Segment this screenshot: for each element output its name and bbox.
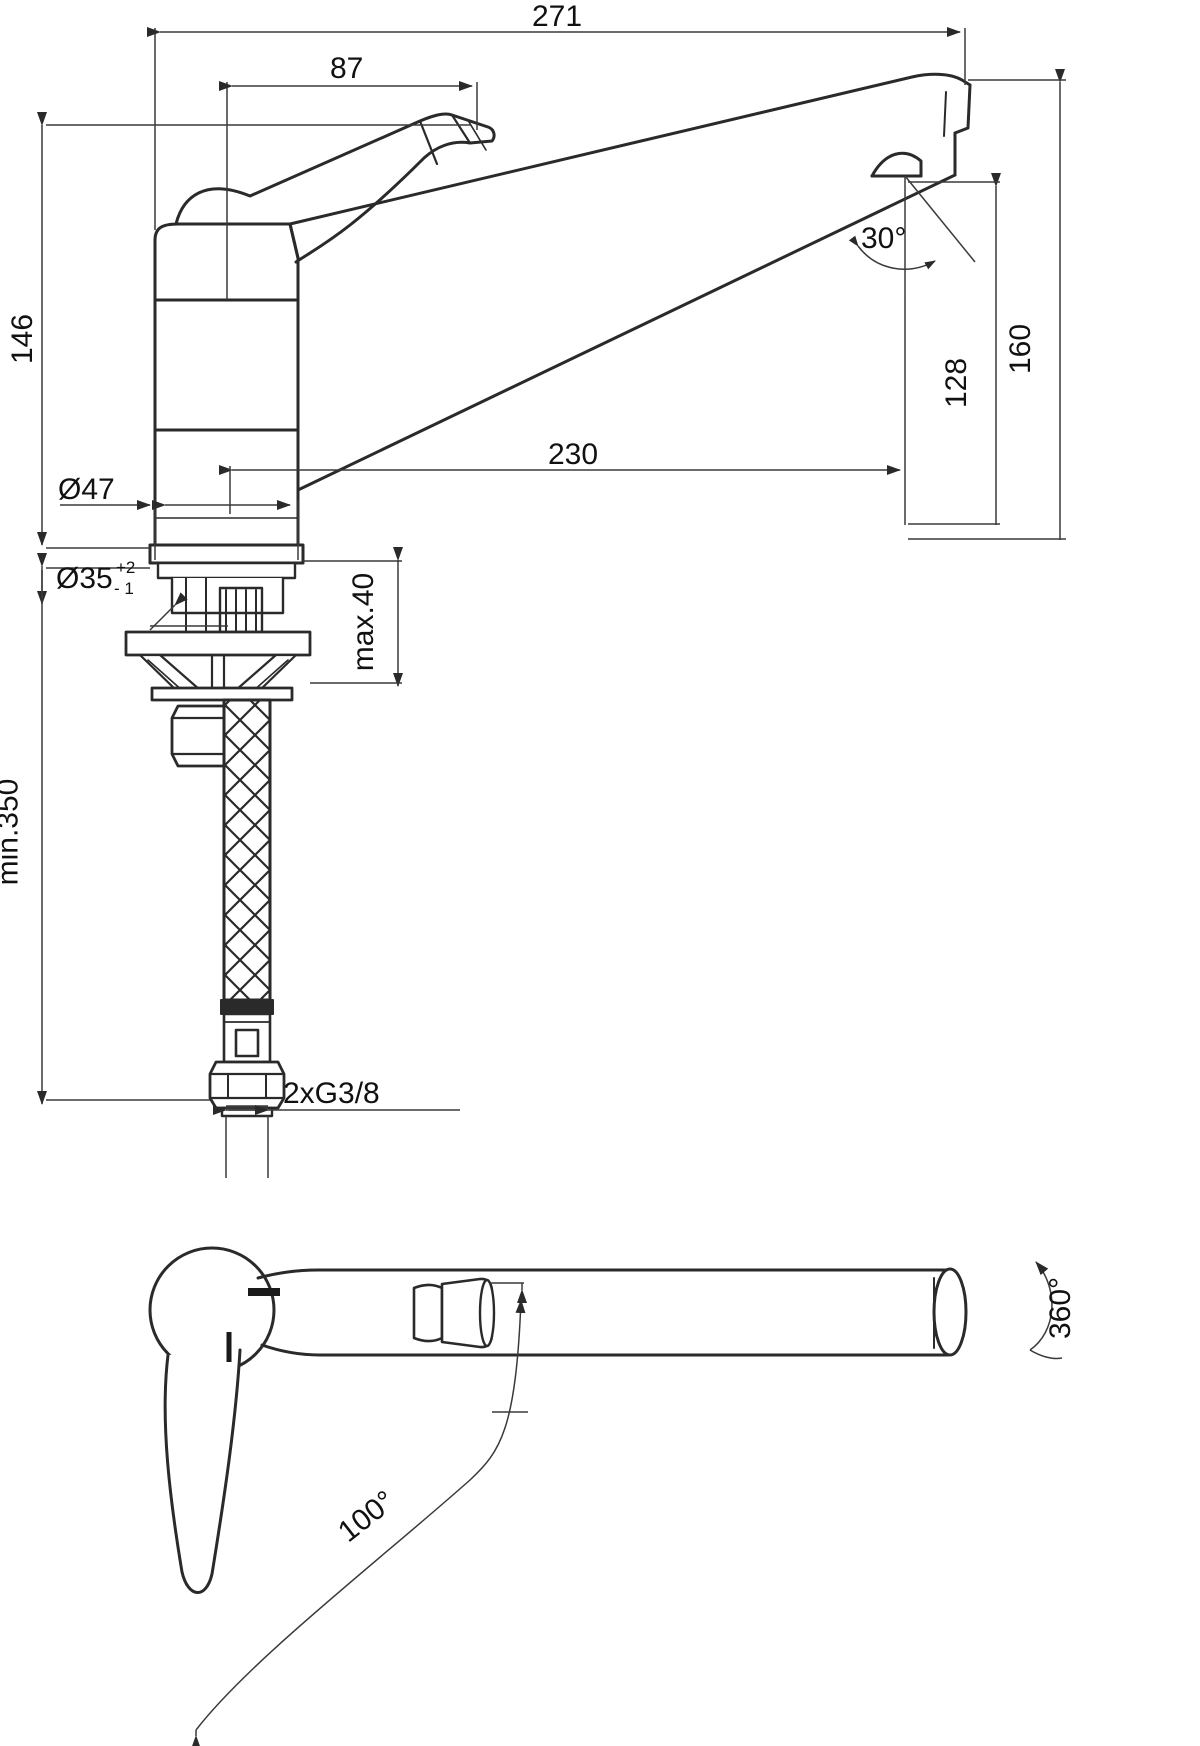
dim-label-146: 146 [6,313,40,365]
dim-label-128: 128 [940,357,974,409]
dim-label-dia35-tol-minus: - 1 [114,579,134,598]
dim-label-dia47: Ø47 [58,473,115,506]
dim-label-230: 230 [548,438,599,471]
dim-label-160: 160 [1004,323,1038,375]
dim-label-max40: max.40 [347,572,381,672]
dim-label-dia35: Ø35 [56,562,113,595]
dim-label-thread-2xg38: 2xG3/8 [283,1077,380,1110]
dim-label-360deg: 360° [1044,1276,1078,1340]
dim-label-min350: min.350 [0,778,25,886]
dim-label-30deg: 30° [861,222,907,255]
dim-label-87: 87 [330,52,364,85]
dim-label-dia35-tol-plus: +2 [116,558,136,577]
dim-label-271: 271 [532,0,583,33]
